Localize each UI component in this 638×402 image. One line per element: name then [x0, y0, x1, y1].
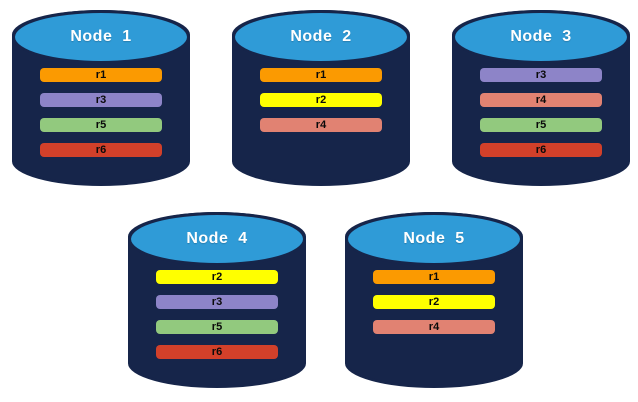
record-bar-r5[interactable]: r5: [480, 118, 602, 132]
record-list: r1 r2 r4: [345, 270, 523, 334]
record-bar-r1[interactable]: r1: [373, 270, 495, 284]
record-bar-r4[interactable]: r4: [373, 320, 495, 334]
node-cylinder-1[interactable]: Node 1 r1 r3 r5 r6: [12, 10, 190, 186]
record-bar-r6[interactable]: r6: [480, 143, 602, 157]
node-top-ellipse: [128, 212, 306, 266]
node-title-label: Node 1: [70, 28, 132, 45]
record-bar-r3[interactable]: r3: [480, 68, 602, 82]
record-bar-r5[interactable]: r5: [156, 320, 278, 334]
record-bar-r6[interactable]: r6: [156, 345, 278, 359]
node-top-ellipse: [345, 212, 523, 266]
node-top-ellipse: [452, 10, 630, 64]
node-top-ellipse: [12, 10, 190, 64]
node-cylinder-4[interactable]: Node 4 r2 r3 r5 r6: [128, 212, 306, 388]
record-list: r3 r4 r5 r6: [452, 68, 630, 157]
record-bar-r2[interactable]: r2: [156, 270, 278, 284]
record-bar-r3[interactable]: r3: [156, 295, 278, 309]
record-list: r1 r3 r5 r6: [12, 68, 190, 157]
node-cylinder-3[interactable]: Node 3 r3 r4 r5 r6: [452, 10, 630, 186]
node-title-label: Node 3: [510, 28, 572, 45]
node-title-label: Node 4: [186, 230, 248, 247]
record-bar-r2[interactable]: r2: [260, 93, 382, 107]
node-title-label: Node 5: [403, 230, 465, 247]
node-top-ellipse: [232, 10, 410, 64]
record-bar-r1[interactable]: r1: [260, 68, 382, 82]
record-bar-r5[interactable]: r5: [40, 118, 162, 132]
record-bar-r2[interactable]: r2: [373, 295, 495, 309]
record-bar-r6[interactable]: r6: [40, 143, 162, 157]
record-list: r2 r3 r5 r6: [128, 270, 306, 359]
record-bar-r4[interactable]: r4: [260, 118, 382, 132]
record-bar-r1[interactable]: r1: [40, 68, 162, 82]
record-list: r1 r2 r4: [232, 68, 410, 132]
node-cylinder-2[interactable]: Node 2 r1 r2 r4: [232, 10, 410, 186]
node-cylinder-5[interactable]: Node 5 r1 r2 r4: [345, 212, 523, 388]
record-bar-r3[interactable]: r3: [40, 93, 162, 107]
node-title-label: Node 2: [290, 28, 352, 45]
record-bar-r4[interactable]: r4: [480, 93, 602, 107]
